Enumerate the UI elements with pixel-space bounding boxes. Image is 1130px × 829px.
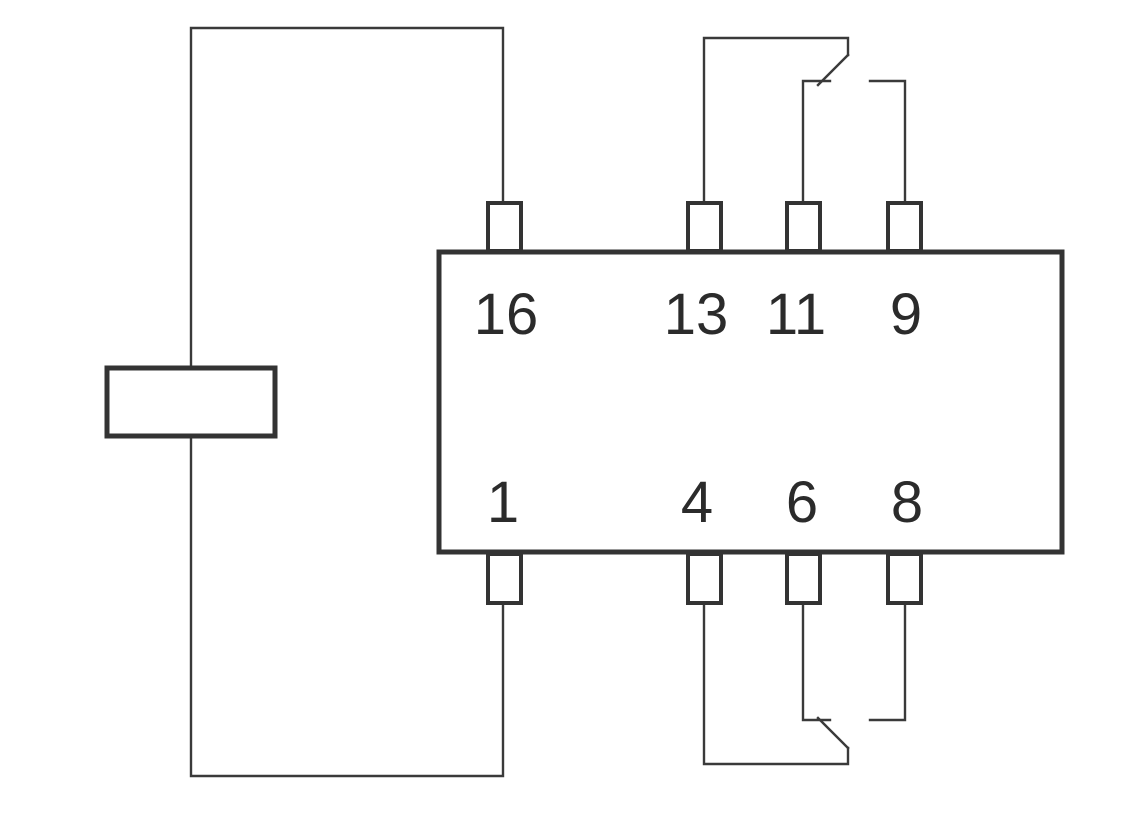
coil-wire-bottom	[189, 436, 505, 778]
top-nc-wire	[801, 79, 832, 205]
pin-1-terminal	[486, 552, 523, 605]
pin-11-terminal	[785, 201, 822, 253]
pin-9-terminal	[886, 201, 923, 253]
coil-symbol	[104, 365, 278, 439]
bottom-no-wire	[868, 601, 907, 722]
bottom-common-wire	[702, 601, 850, 766]
relay-body	[436, 249, 1065, 555]
pin-label-6: 6	[786, 470, 818, 535]
top-common-wire	[702, 36, 850, 205]
pin-label-8: 8	[891, 470, 923, 535]
pin-label-4: 4	[681, 470, 713, 535]
pin-6-terminal	[785, 552, 822, 605]
bottom-switch-blade	[816, 716, 850, 750]
pin-16-terminal	[486, 201, 523, 253]
pin-label-1: 1	[487, 470, 519, 535]
pin-8-terminal	[886, 552, 923, 605]
pin-label-13: 13	[664, 282, 729, 347]
pin-label-9: 9	[890, 282, 922, 347]
pin-label-16: 16	[474, 282, 539, 347]
bottom-nc-wire	[801, 601, 832, 722]
pin-4-terminal	[686, 552, 723, 605]
top-no-wire	[868, 79, 907, 205]
pin-label-11: 11	[766, 282, 826, 347]
coil-wire-top	[189, 26, 505, 368]
pin-13-terminal	[686, 201, 723, 253]
